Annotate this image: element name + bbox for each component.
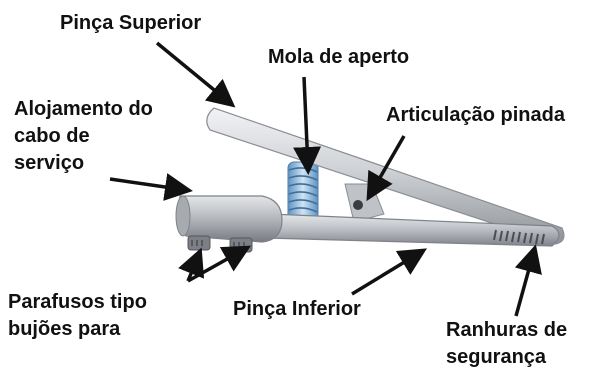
label-cable-housing: Alojamento do cabo de serviço xyxy=(14,96,153,177)
label-cable-housing-line: cabo de xyxy=(14,125,90,147)
arrow-cable-housing xyxy=(109,173,193,201)
label-serrations-line: segurança xyxy=(446,346,547,368)
label-upper-jaw: Pinça Superior xyxy=(60,12,202,34)
label-serrations: Ranhuras de segurança xyxy=(446,317,567,371)
arrow-serrations xyxy=(514,244,542,317)
label-hinge: Articulação pinada xyxy=(386,104,565,126)
hinge-pin xyxy=(353,200,363,210)
lower-jaw-bar xyxy=(265,213,560,247)
label-screws-line: bujões para xyxy=(8,318,121,340)
label-screws: Parafusos tipo bujões para xyxy=(8,289,147,343)
label-spring: Mola de aperto xyxy=(268,46,410,68)
cable-housing-end xyxy=(175,195,191,237)
arrow-lower-jaw xyxy=(351,248,427,296)
arrow-screw-2 xyxy=(187,245,252,283)
arrow-spring xyxy=(293,76,322,175)
arrow-hinge xyxy=(366,135,406,202)
label-cable-housing-line: serviço xyxy=(14,152,85,174)
arrow-upper-jaw xyxy=(155,41,236,108)
serrations xyxy=(493,229,545,245)
label-cable-housing-line: Alojamento do xyxy=(14,98,153,120)
spring-coil xyxy=(287,161,319,221)
label-lower-jaw: Pinça Inferior xyxy=(233,298,361,320)
hinge-bracket xyxy=(344,183,385,223)
arrow-screw-1 xyxy=(178,247,205,282)
label-screws-line: Parafusos tipo xyxy=(8,291,147,313)
cable-housing-body xyxy=(178,195,283,243)
label-serrations-line: Ranhuras de xyxy=(446,319,568,341)
